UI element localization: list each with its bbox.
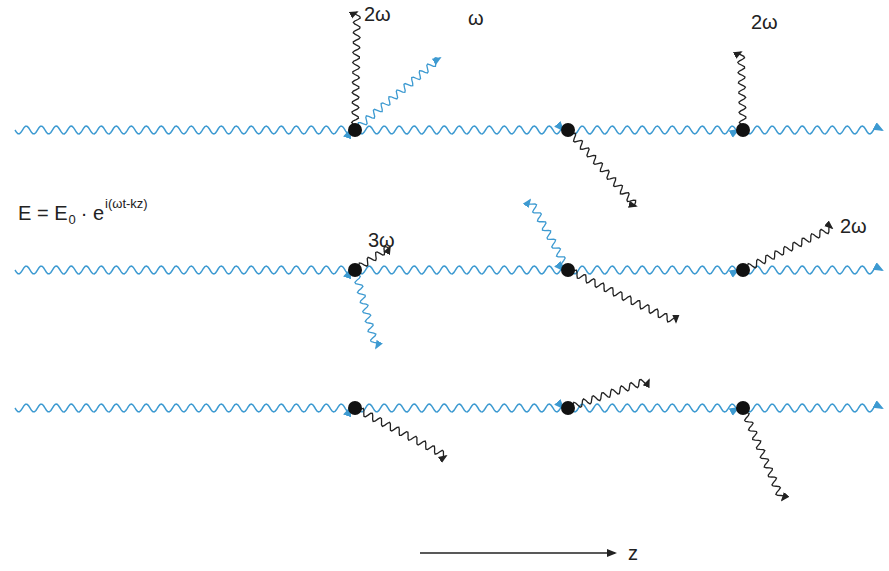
scattered-wave bbox=[352, 12, 361, 130]
light-wave bbox=[746, 404, 882, 412]
atom-dot bbox=[736, 263, 750, 277]
axis-label: z bbox=[628, 543, 638, 563]
frequency-label: 2ω bbox=[751, 12, 778, 32]
scattered-wave bbox=[741, 408, 784, 500]
light-wave bbox=[746, 266, 882, 274]
z-axis bbox=[420, 552, 615, 554]
atom-dot bbox=[348, 401, 362, 415]
scattered-wave bbox=[353, 270, 379, 348]
frequency-label: 3ω bbox=[368, 230, 395, 250]
atom-dot bbox=[561, 263, 575, 277]
light-wave bbox=[571, 404, 738, 412]
light-wave bbox=[746, 126, 882, 134]
atom-dot bbox=[561, 401, 575, 415]
scattered-wave bbox=[355, 408, 446, 458]
atom-dot bbox=[561, 123, 575, 137]
light-wave bbox=[571, 266, 738, 274]
scattered-wave bbox=[355, 58, 440, 131]
field-formula: · e bbox=[81, 203, 104, 223]
scattered-wave bbox=[568, 380, 649, 411]
light-wave bbox=[358, 266, 563, 274]
light-wave bbox=[571, 126, 738, 134]
field-formula: E = E bbox=[18, 203, 67, 223]
atom-dot bbox=[736, 401, 750, 415]
light-wave bbox=[15, 126, 350, 134]
scattered-wave bbox=[568, 270, 676, 322]
scattered-wave bbox=[528, 200, 570, 270]
frequency-label: 2ω bbox=[364, 4, 391, 24]
field-formula: 0 bbox=[68, 213, 75, 226]
scattered-wave bbox=[567, 130, 636, 206]
frequency-label: ω bbox=[468, 8, 484, 28]
frequency-label: 2ω bbox=[840, 216, 867, 236]
scattered-wave bbox=[738, 52, 746, 130]
atom-dot bbox=[348, 123, 362, 137]
atom-dot bbox=[736, 123, 750, 137]
light-wave bbox=[358, 126, 563, 134]
field-formula: i(ωt-kz) bbox=[105, 197, 148, 210]
light-wave bbox=[15, 404, 350, 412]
atom-dot bbox=[348, 263, 362, 277]
light-wave bbox=[358, 404, 563, 412]
light-wave bbox=[15, 266, 350, 274]
scattered-wave bbox=[743, 226, 832, 272]
